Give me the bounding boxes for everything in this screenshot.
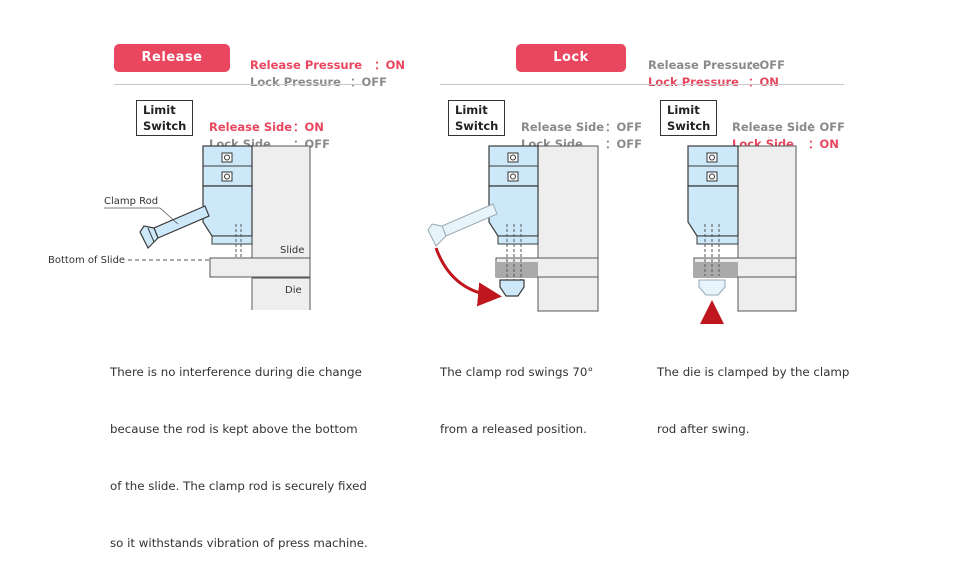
release-side-status: Release Side：OFF — [732, 120, 846, 134]
swing-caption: The clamp rod swings 70° from a released… — [440, 365, 594, 436]
slide-block — [251, 145, 311, 259]
bolt-icon — [706, 171, 718, 182]
release-button[interactable]: Release — [114, 44, 230, 72]
die-block — [737, 276, 797, 312]
lock-divider — [440, 84, 844, 85]
sep: ： — [374, 58, 386, 72]
lock-pressure-value: OFF — [361, 75, 388, 89]
release-side-status: Release Side：OFF — [521, 120, 643, 134]
lock-pressure-value: ON — [759, 75, 779, 89]
sep: ： — [748, 58, 760, 72]
bolt-icon — [221, 171, 233, 182]
slide-label: Slide — [280, 245, 304, 256]
bottom-of-slide-label: Bottom of Slide — [48, 255, 125, 266]
lock-button[interactable]: Lock — [516, 44, 626, 72]
lock-pressure-label: Lock Pressure — [250, 75, 341, 89]
swing-arrow — [434, 247, 502, 307]
release-pressure-value: ON — [385, 58, 405, 72]
bolt-icon — [507, 171, 519, 182]
release-side-status: Release Side：ON — [209, 120, 324, 134]
release-caption: There is no interference during die chan… — [110, 365, 368, 550]
release-pressure-line: Release Pressure ：ON — [242, 40, 405, 74]
slide-block — [737, 145, 797, 259]
clamp-rod — [499, 279, 525, 297]
clamp-rod — [153, 205, 210, 239]
sep: ： — [748, 75, 760, 89]
clamp-rod-label: Clamp Rod — [104, 196, 158, 207]
bolt-icon — [221, 152, 233, 163]
lock-release-pressure-line: Release Pressure：OFF — [640, 40, 785, 74]
lock-pressure-line: Lock Pressure：OFF — [242, 57, 387, 91]
release-diagram: Clamp Rod Bottom of Slide Slide Die — [48, 145, 311, 310]
clamp-diagrams: Clamp Rod Bottom of Slide Slide Die — [48, 145, 797, 324]
swing-diagram — [427, 145, 599, 312]
slide-block — [537, 145, 599, 259]
sep: ： — [350, 75, 362, 89]
lock-pressure-label: Lock Pressure — [648, 75, 739, 89]
bolt-icon — [507, 152, 519, 163]
die-block — [537, 276, 599, 312]
slide-bottom — [209, 257, 311, 278]
clamp-diagram — [687, 145, 797, 324]
clamp-caption: The die is clamped by the clamp rod afte… — [657, 365, 850, 436]
release-pressure-label: Release Pressure — [250, 58, 363, 72]
release-pressure-value: OFF — [759, 58, 786, 72]
release-pressure-label: Release Pressure — [648, 58, 761, 72]
release-divider — [114, 84, 362, 85]
die-label: Die — [285, 285, 302, 296]
bolt-icon — [706, 152, 718, 163]
lock-lock-pressure-line: Lock Pressure：ON — [640, 57, 779, 91]
